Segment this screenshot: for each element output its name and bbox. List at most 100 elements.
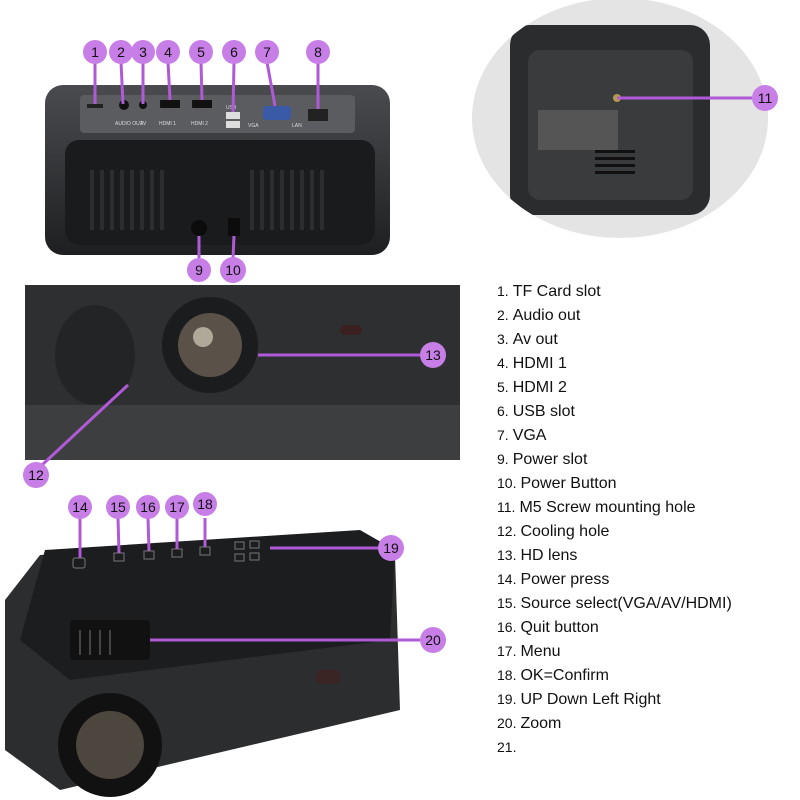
svg-text:17: 17 xyxy=(169,499,185,515)
legend-item-number: 11. xyxy=(497,499,516,515)
marker-18 xyxy=(193,492,217,516)
marker-3 xyxy=(131,40,155,64)
svg-text:1: 1 xyxy=(91,44,99,60)
top-view-photo: 14 15 16 17 18 19 20 xyxy=(0,490,470,800)
legend-item-text: USB slot xyxy=(512,403,575,420)
port-label-hdmi-1: HDMI 1 xyxy=(159,121,176,127)
legend-item-number: 20. xyxy=(497,715,517,731)
marker-20 xyxy=(420,627,446,653)
hdmi-2-port xyxy=(192,100,212,108)
marker-4 xyxy=(156,40,180,64)
lan-port xyxy=(308,109,328,121)
port-strip xyxy=(80,95,355,133)
legend-item-text: VGA xyxy=(512,427,547,444)
legend-item: 17.Menu xyxy=(497,643,561,661)
legend-item-number: 7. xyxy=(497,427,509,443)
marker-2 xyxy=(109,40,133,64)
svg-text:18: 18 xyxy=(197,496,213,512)
port-label-lan: LAN xyxy=(292,123,302,129)
legend-item-text: Power Button xyxy=(520,475,617,492)
rear-panel-illustration: AUDIO OUT AV HDMI 1 HDMI 2 USB VGA LAN 1… xyxy=(45,40,390,283)
legend-item: 21. xyxy=(497,739,520,757)
callout-lines-rear xyxy=(93,61,320,259)
legend-item: 12.Cooling hole xyxy=(497,523,609,541)
legend-item-text: UP Down Left Right xyxy=(520,691,661,708)
legend-item: 13.HD lens xyxy=(497,547,577,565)
marker-9 xyxy=(187,258,211,282)
svg-text:3: 3 xyxy=(139,44,147,60)
vent-slots xyxy=(90,170,324,230)
svg-text:20: 20 xyxy=(425,632,441,648)
svg-text:9: 9 xyxy=(195,262,203,278)
legend-item: 16.Quit button xyxy=(497,619,599,637)
bottom-vent xyxy=(595,150,635,174)
marker-6 xyxy=(222,40,246,64)
legend-item-number: 14. xyxy=(497,571,517,587)
legend-item: 7.VGA xyxy=(497,427,546,445)
legend-item-text: TF Card slot xyxy=(512,283,601,300)
callout-line-12 xyxy=(40,383,130,467)
svg-text:4: 4 xyxy=(164,44,172,60)
legend-item: 15.Source select(VGA/AV/HDMI) xyxy=(497,595,732,613)
lens-side-photo: 13 12 xyxy=(0,285,460,490)
legend-item: 18.OK=Confirm xyxy=(497,667,609,685)
marker-8 xyxy=(306,40,330,64)
marker-5 xyxy=(189,40,213,64)
legend-item: 2.Audio out xyxy=(497,307,580,325)
marker-13 xyxy=(420,342,446,368)
marker-15 xyxy=(106,495,130,519)
legend-item-number: 3. xyxy=(497,331,509,347)
marker-19 xyxy=(378,535,404,561)
marker-11 xyxy=(752,85,778,111)
av-out-port xyxy=(139,101,147,109)
legend-item: 20.Zoom xyxy=(497,715,561,733)
svg-text:14: 14 xyxy=(72,499,88,515)
legend-item: 11.M5 Screw mounting hole xyxy=(497,499,696,517)
legend-item: 3.Av out xyxy=(497,331,558,349)
legend-item-text: Av out xyxy=(512,331,558,348)
svg-text:7: 7 xyxy=(263,44,271,60)
svg-text:8: 8 xyxy=(314,44,322,60)
legend-item-text: HD lens xyxy=(520,547,578,564)
svg-text:15: 15 xyxy=(110,499,126,515)
legend-item-number: 18. xyxy=(497,667,517,683)
top-view-illustration: 14 15 16 17 18 19 20 xyxy=(5,492,446,797)
legend-item-text: Audio out xyxy=(512,307,581,324)
legend-item-number: 2. xyxy=(497,307,509,323)
port-label-hdmi-2: HDMI 2 xyxy=(191,121,208,127)
port-label-usb: USB xyxy=(226,105,237,111)
power-button xyxy=(228,218,240,236)
legend-item-text: M5 Screw mounting hole xyxy=(519,499,696,516)
bottom-view-illustration: 11 xyxy=(472,0,778,238)
legend-item-text: Power slot xyxy=(512,451,588,468)
legend-item-number: 9. xyxy=(497,451,509,467)
legend-item: 14.Power press xyxy=(497,571,609,589)
svg-text:16: 16 xyxy=(140,499,156,515)
legend-item-number: 17. xyxy=(497,643,517,659)
legend-item-number: 15. xyxy=(497,595,517,611)
legend-item-number: 1. xyxy=(497,283,509,299)
svg-text:19: 19 xyxy=(383,540,399,556)
legend-item-number: 12. xyxy=(497,523,517,539)
legend-item: 10.Power Button xyxy=(497,475,617,493)
legend-item-text: HDMI 1 xyxy=(512,355,567,372)
legend-item: 5.HDMI 2 xyxy=(497,379,567,397)
svg-text:11: 11 xyxy=(758,90,773,106)
legend-item-text: Power press xyxy=(520,571,610,588)
vga-port xyxy=(263,106,291,120)
port-label-av: AV xyxy=(140,121,147,127)
legend-item: 1.TF Card slot xyxy=(497,283,601,301)
tf-card-slot xyxy=(87,104,103,108)
svg-text:13: 13 xyxy=(425,347,441,363)
marker-10 xyxy=(220,257,246,283)
usb-port xyxy=(226,112,240,119)
hd-lens xyxy=(178,313,242,377)
svg-text:2: 2 xyxy=(117,44,125,60)
front-lens xyxy=(76,711,144,779)
legend-item-number: 21. xyxy=(497,739,517,755)
spec-label xyxy=(538,110,618,150)
legend-item-text: HDMI 2 xyxy=(512,379,567,396)
fabric-band xyxy=(25,405,460,460)
legend-item-number: 6. xyxy=(497,403,509,419)
legend-item-number: 5. xyxy=(497,379,509,395)
